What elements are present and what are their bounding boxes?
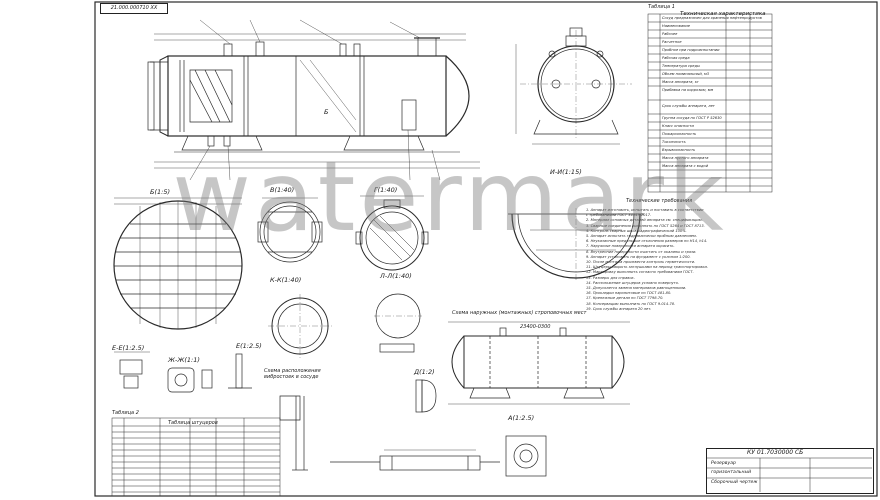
note-line: 11. Штуцеры закрыть заглушками на период…	[586, 265, 708, 270]
note-line: 14. Расположение штуцеров условно поверн…	[586, 280, 680, 285]
tech-row: Расчетное	[662, 40, 682, 44]
view-label-v: В(1:40)	[270, 186, 295, 194]
tech-row: Рабочая среда	[662, 56, 690, 60]
title-block: КУ 01.7030000 СБ Резервуар горизонтальны…	[706, 448, 874, 494]
sheet-frame	[94, 1, 878, 497]
tech-row: Температура среды	[662, 64, 700, 68]
note-line: 16. Прокладки паронитовые по ГОСТ 481-80…	[586, 291, 672, 296]
note-line: 9. Аппарат установить на фундамент с укл…	[586, 254, 691, 259]
end-view	[515, 27, 632, 145]
view-i-drawing	[508, 208, 644, 282]
scheme-caption-2: вибростоек в сосуде	[264, 374, 319, 380]
tech-row: Прибавка на коррозию, мм	[662, 88, 714, 92]
dimension-main: 23400-0300	[520, 324, 551, 330]
view-label-b: Б(1:5)	[150, 188, 170, 196]
view-g-drawing	[355, 195, 429, 271]
scheme-caption: Схема расположения	[264, 368, 321, 374]
notes-title: Технические требования	[626, 198, 693, 204]
tech-row: Пожароопасность	[662, 132, 697, 136]
tech-table-title: Техническая характеристика	[680, 11, 766, 17]
nozzle-table-title: Таблица штуцеров	[168, 420, 218, 426]
stamp-name-2: горизонтальный	[711, 470, 752, 475]
nozzle-table-label: Таблица 2	[112, 410, 139, 416]
tech-row: Группа сосуда по ГОСТ Р 52630	[662, 116, 722, 120]
view-label-i: И-И(1:15)	[550, 168, 582, 176]
note-line: 2. Материал основных деталей аппарата см…	[586, 218, 703, 223]
stamp-code: КУ 01.7030000 СБ	[747, 449, 804, 456]
tech-row: Масса аппарата с водой	[662, 164, 709, 168]
tech-row: Масса пустого аппарата	[662, 156, 709, 160]
stamp-grid	[706, 457, 872, 492]
note-line: 10. После монтажа произвести контроль ге…	[586, 260, 696, 264]
note-line: 15. Допускается замена материалов равноц…	[586, 286, 687, 290]
document-number: 21.000.000710 XX	[100, 3, 168, 14]
stamp-name-3: Сборочный чертеж	[711, 480, 758, 485]
note-line: 18. Консервацию выполнить по ГОСТ 9.014-…	[586, 301, 676, 306]
note-line: 4. Контроль сварных швов радиографически…	[586, 228, 687, 233]
note-line: с требованиями ГОСТ 34347-2017.	[586, 213, 652, 218]
note-line: 12. Маркировку выполнить согласно требов…	[586, 270, 694, 275]
view-label-e: Е-Е(1:2.5)	[112, 344, 145, 352]
note-line: 8. Внутренние поверхности очистить от ок…	[586, 249, 697, 254]
stamp-name-1: Резервуар	[711, 461, 736, 466]
detail-views-left	[114, 351, 308, 471]
note-line: 7. Наружные поверхности аппарата окрасит…	[586, 244, 675, 249]
technical-notes: Технические требования 1. Аппарат изгото…	[586, 198, 804, 448]
note-line: 6. Неуказанные предельные отклонения раз…	[586, 239, 708, 244]
note-line: 13. Размеры для справок.	[586, 275, 635, 280]
note-line: 19. Срок службы аппарата 20 лет.	[586, 306, 652, 311]
view-label-main: Б	[324, 108, 329, 116]
main-vessel-view	[147, 19, 480, 181]
tech-table-label: Таблица 1	[648, 4, 675, 10]
tech-row: Класс опасности	[662, 124, 694, 128]
note-line: 17. Крепежные детали по ГОСТ 7798-70.	[586, 296, 664, 301]
tech-row: Сосуд предназначен для хранения нефтепро…	[662, 16, 762, 20]
note-line: 1. Аппарат изготовить, испытать и постав…	[586, 208, 704, 212]
nozzle-table-grid	[111, 417, 281, 497]
view-label-d: Д(1:2)	[414, 368, 435, 376]
small-vessel-scheme	[448, 321, 630, 405]
view-label-l: Л-Л(1:40)	[380, 272, 412, 280]
note-line: 3. Сварные соединения выполнять по ГОСТ …	[586, 223, 705, 228]
view-a-drawing	[505, 435, 547, 477]
tech-row: Взрывоопасность	[662, 148, 696, 152]
view-d-drawing	[415, 379, 437, 413]
view-label-zh: Ж-Ж(1:1)	[168, 356, 200, 364]
tech-row: Объем номинальный, м3	[662, 72, 710, 76]
tech-row: Наименование	[662, 24, 690, 28]
tech-row: Пробное при гидроиспытании	[662, 48, 720, 52]
tech-row: Срок службы аппарата, лет	[662, 104, 715, 108]
view-label-g: Г(1:40)	[374, 186, 398, 194]
note-line: 5. Аппарат испытать гидравлически пробны…	[586, 234, 697, 238]
lifting-scheme	[330, 449, 500, 471]
view-label-a: А(1:2.5)	[508, 414, 535, 422]
tech-row: Токсичность	[662, 140, 686, 144]
tech-row: Масса аппарата, кг	[662, 80, 699, 84]
grating-view-b	[113, 197, 243, 330]
view-k-drawing	[268, 294, 332, 358]
tech-row: Рабочее	[662, 32, 678, 36]
tech-spec-grid	[647, 13, 773, 193]
view-label-k: К-К(1:40)	[270, 276, 302, 284]
view-label-ee: Е(1:2.5)	[236, 342, 262, 350]
view-v-drawing	[257, 197, 323, 263]
scheme-top-caption: Схема наружных (монтажных) строповочных …	[452, 310, 587, 316]
view-l-drawing	[374, 293, 422, 353]
